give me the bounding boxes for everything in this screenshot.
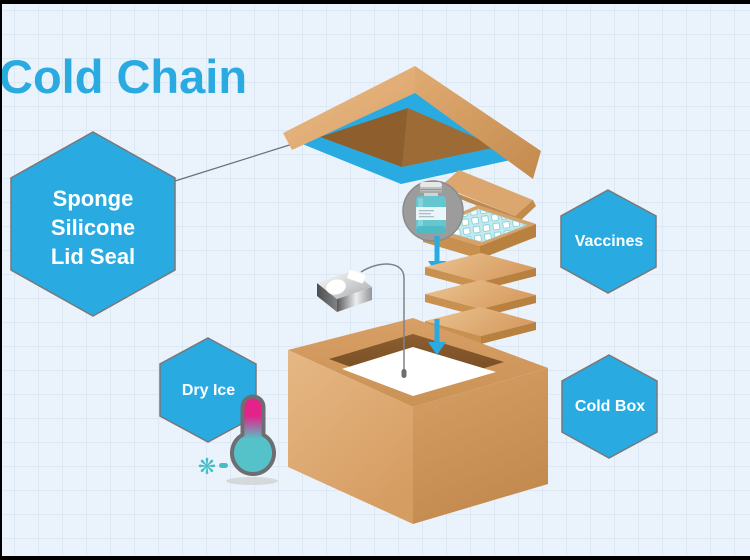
hexagon-cold-box <box>561 354 658 459</box>
dry-ice-label: Dry Ice <box>181 382 236 399</box>
minus-icon <box>219 463 228 468</box>
tray-wall-right <box>480 224 536 259</box>
tray-flap <box>441 170 533 216</box>
lid-wall-left <box>283 66 415 150</box>
box-face-right <box>413 368 548 524</box>
cold-box-label: Cold Box <box>574 398 646 415</box>
vaccine-vial-badge <box>402 180 464 242</box>
temperature-logger <box>317 263 407 378</box>
hexagon-callouts <box>10 131 658 459</box>
cardboard-sheets <box>425 253 536 344</box>
thermometer-shadow <box>226 477 278 485</box>
letterbox-bar-left <box>0 0 2 560</box>
cold-box <box>288 318 548 524</box>
lid-seal-label: Sponge Silicone Lid Seal <box>9 184 177 271</box>
logger-face-left <box>317 283 337 312</box>
lid-seal-label-line2: Silicone <box>50 215 136 240</box>
snowflake-icon: ❋ <box>198 455 216 480</box>
lid-wall-right <box>415 66 541 179</box>
transfer-arrow-bottom <box>428 319 446 355</box>
lid-underside-right <box>402 108 497 167</box>
thermometer-body <box>230 394 276 476</box>
leader-line <box>174 141 300 182</box>
letterbox-bar-top <box>0 0 750 4</box>
lid-seal-label-line1: Sponge <box>52 186 134 211</box>
logger-display <box>347 270 366 284</box>
cooler-lid <box>283 66 541 184</box>
hexagon-vaccines <box>560 189 657 294</box>
lid-underside-left <box>320 108 408 167</box>
hexagon-lid-seal <box>10 131 176 317</box>
page-title: Cold Chain <box>0 50 248 103</box>
cold-indicator: ❋ <box>198 455 228 480</box>
probe-tip <box>401 369 407 378</box>
logger-face-right <box>337 287 372 312</box>
box-foam-sheet <box>342 347 496 396</box>
hexagon-dry-ice <box>159 337 257 443</box>
vaccine-tray <box>423 170 536 259</box>
logger-dial <box>326 279 346 295</box>
lid-seal-label-line3: Lid Seal <box>50 244 136 269</box>
thermometer-icon <box>226 394 278 485</box>
tray-flap-fold <box>515 200 536 222</box>
letterbox-bar-bottom <box>0 556 750 560</box>
vaccines-label: Vaccines <box>574 233 644 250</box>
vaccine-vial-icon <box>416 182 446 234</box>
probe-wire <box>360 263 405 371</box>
box-face-left <box>288 350 413 524</box>
